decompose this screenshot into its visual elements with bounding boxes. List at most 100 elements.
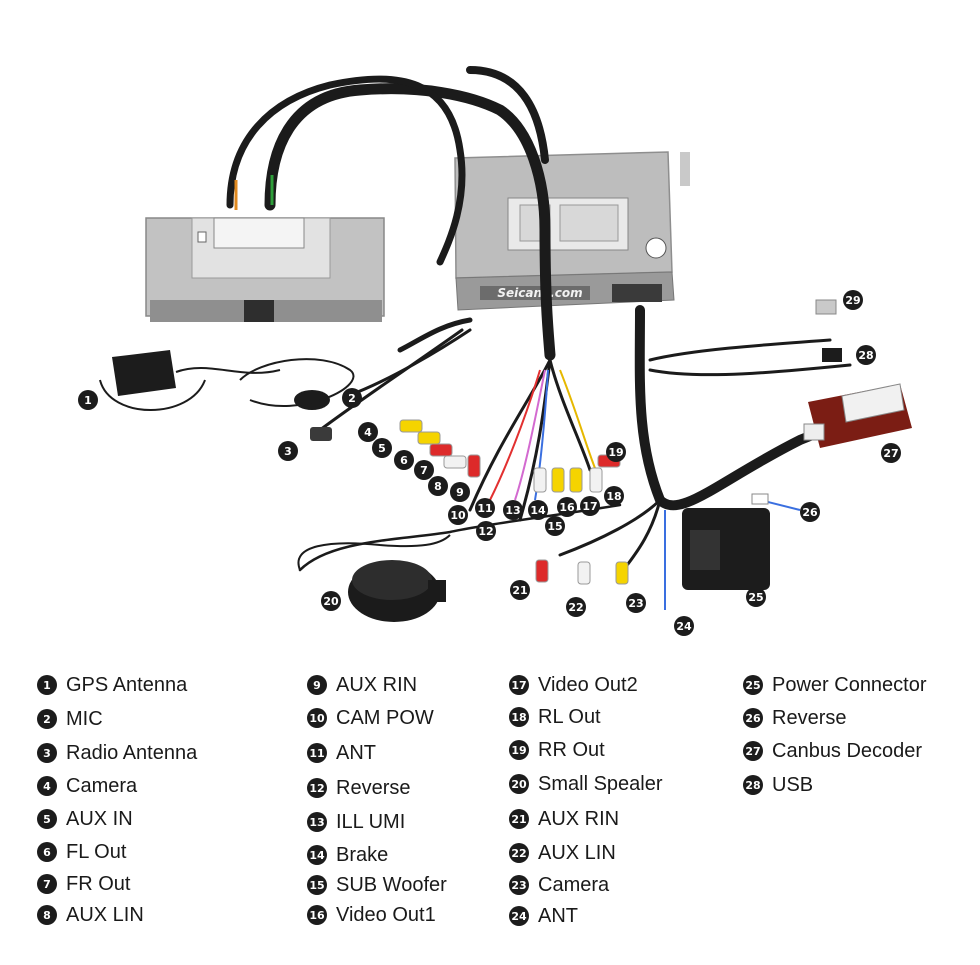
legend-number: 5: [37, 809, 57, 829]
legend-number: 18: [509, 707, 529, 727]
legend-item: 3 Radio Antenna: [37, 740, 197, 766]
display-module: [145, 217, 385, 322]
legend-label: AUX RIN: [538, 807, 620, 830]
legend-item: 14 Brake: [307, 842, 388, 868]
legend-item: 18 RL Out: [509, 704, 601, 730]
legend-number: 19: [509, 740, 529, 760]
legend-number: 7: [37, 874, 57, 894]
legend-item: 6 FL Out: [37, 839, 126, 865]
callout-29: 29: [845, 294, 860, 307]
legend-number: 25: [743, 675, 763, 695]
legend-label: ANT: [336, 741, 376, 764]
legend-label: AUX RIN: [336, 673, 418, 696]
legend-label: RR Out: [538, 738, 605, 761]
legend-number: 2: [37, 709, 57, 729]
rca-plugs: [399, 419, 629, 585]
legend-item: 11 ANT: [307, 740, 376, 766]
mic-unit: [239, 358, 355, 410]
callout-26: 26: [802, 506, 818, 519]
callout-27: 27: [883, 447, 898, 460]
legend-number: 13: [307, 812, 327, 832]
legend-label: FL Out: [66, 840, 127, 863]
legend-item: 26 Reverse: [743, 705, 846, 731]
legend-number: 9: [307, 675, 327, 695]
legend-item: 7 FR Out: [37, 871, 130, 897]
legend-number: 1: [37, 675, 57, 695]
callout-7: 7: [420, 464, 428, 477]
callout-20: 20: [323, 595, 339, 608]
legend-number: 16: [307, 905, 327, 925]
callout-9: 9: [456, 486, 464, 499]
legend-number: 27: [743, 741, 763, 761]
callout-2: 2: [348, 392, 356, 405]
callout-22: 22: [568, 601, 583, 614]
legend-label: MIC: [66, 707, 103, 730]
callout-25: 25: [748, 591, 763, 604]
legend-label: Canbus Decoder: [772, 739, 923, 762]
legend-label: Radio Antenna: [66, 741, 198, 764]
callout-10: 10: [450, 509, 466, 522]
legend-item: 12 Reverse: [307, 775, 410, 801]
legend-number: 8: [37, 905, 57, 925]
legend-label: Camera: [538, 873, 610, 896]
legend-item: 22 AUX LIN: [509, 840, 616, 866]
legend-label: Reverse: [336, 776, 411, 799]
legend-item: 2 MIC: [37, 706, 103, 732]
legend-label: Small Spealer: [538, 772, 663, 795]
callout-23: 23: [628, 597, 643, 610]
legend-label: AUX LIN: [538, 841, 616, 864]
legend-item: 16 Video Out1: [307, 902, 436, 928]
legend-number: 20: [509, 774, 529, 794]
head-unit: Seicane.com: [454, 151, 690, 311]
legend-label: RL Out: [538, 705, 601, 728]
callout-15: 15: [547, 520, 562, 533]
connector-29: [815, 299, 837, 315]
legend-label: Brake: [336, 843, 389, 866]
callout-8: 8: [434, 480, 442, 493]
legend-label: Video Out1: [336, 903, 436, 926]
legend-label: USB: [772, 773, 814, 796]
callout-24: 24: [676, 620, 692, 633]
legend-number: 3: [37, 743, 57, 763]
legend-number: 11: [307, 743, 327, 763]
callout-5: 5: [378, 442, 386, 455]
legend-item: 17 Video Out2: [509, 672, 638, 698]
legend-item: 1 GPS Antenna: [37, 672, 187, 698]
legend-number: 17: [509, 675, 529, 695]
callout-14: 14: [530, 504, 546, 517]
callout-11: 11: [477, 502, 492, 515]
callout-4: 4: [364, 426, 372, 439]
watermark: Seicane.com: [497, 286, 582, 300]
callout-13: 13: [505, 504, 520, 517]
legend-label: AUX IN: [66, 807, 133, 830]
legend-label: Camera: [66, 774, 138, 797]
legend-number: 22: [509, 843, 529, 863]
callout-3: 3: [284, 445, 292, 458]
legend-item: 19 RR Out: [509, 737, 605, 763]
legend-label: GPS Antenna: [66, 673, 188, 696]
usb-connector: [822, 348, 842, 362]
legend-number: 26: [743, 708, 763, 728]
callout-17: 17: [582, 500, 597, 513]
legend-number: 14: [307, 845, 327, 865]
legend-item: 21 AUX RIN: [509, 806, 619, 832]
canbus-decoder: [803, 383, 912, 448]
wiring-diagram: Seicane.com: [78, 66, 912, 636]
reverse-connector: [751, 493, 769, 505]
legend-label: FR Out: [66, 872, 131, 895]
legend-number: 12: [307, 778, 327, 798]
legend-label: Reverse: [772, 706, 847, 729]
legend-number: 21: [509, 809, 529, 829]
legend-number: 10: [307, 708, 327, 728]
legend-number: 6: [37, 842, 57, 862]
callout-6: 6: [400, 454, 408, 467]
legend-label: Video Out2: [538, 673, 638, 696]
legend-item: 9 AUX RIN: [307, 672, 417, 698]
callout-21: 21: [512, 584, 527, 597]
